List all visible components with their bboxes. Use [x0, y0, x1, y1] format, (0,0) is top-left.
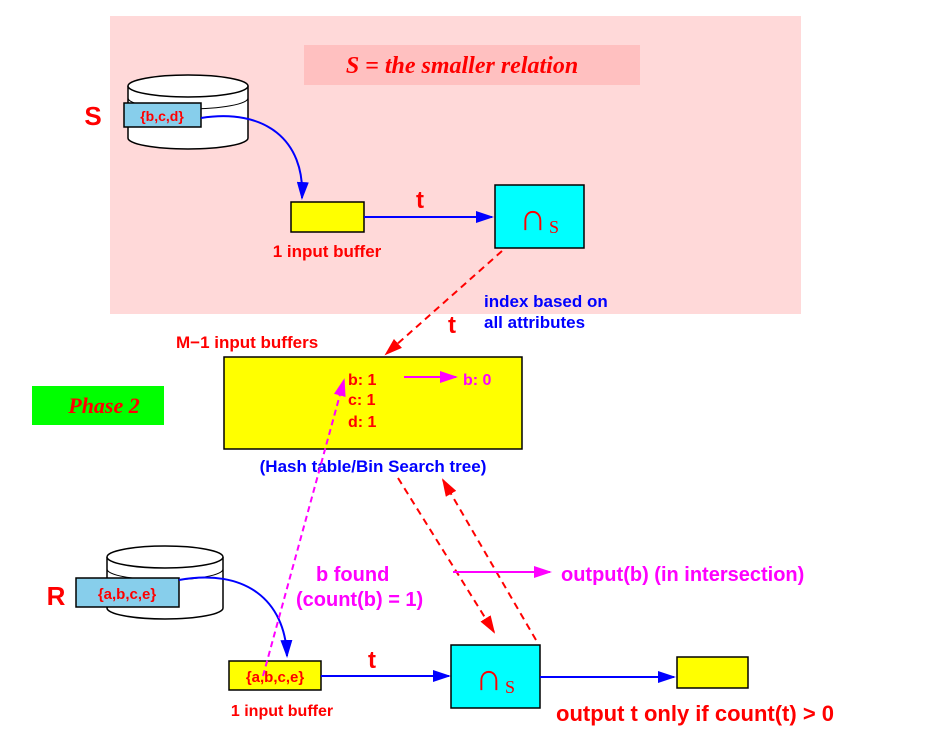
final-output-note: output t only if count(t) > 0 — [556, 701, 834, 726]
phase-label: Phase 2 — [67, 393, 140, 418]
relation-r-label: R — [47, 581, 66, 611]
found-line2: (count(b) = 1) — [296, 589, 423, 611]
s-input-buffer — [290, 201, 365, 233]
r-intersection-operator — [450, 644, 541, 709]
r-operator-to-hash-arrow — [441, 478, 537, 641]
hash-table-caption: (Hash table/Bin Search tree) — [260, 457, 487, 476]
title-text: S = the smaller relation — [346, 53, 578, 79]
r-disk-to-buffer-arrow — [178, 576, 293, 658]
s-operator-subscript: S — [549, 217, 559, 237]
r-edge-label: t — [368, 647, 376, 674]
relation-s-label: S — [84, 101, 101, 131]
relation-r-tuple: {a,b,c,e} — [98, 586, 157, 603]
s-intersection-operator — [494, 184, 585, 249]
s-edge-label: t — [416, 187, 424, 214]
hash-to-r-operator-arrow — [397, 477, 496, 634]
r-input-buffer-tuple: {a,b,c,e} — [246, 669, 305, 686]
s-operator-to-hash-arrow — [384, 250, 503, 356]
relation-s-tuple-box — [123, 102, 202, 128]
r-input-buffer-label: 1 input buffer — [231, 703, 333, 720]
probe-arrow — [262, 378, 346, 677]
buffers-label: M−1 input buffers — [176, 333, 318, 352]
relation-r-disk-icon — [106, 545, 224, 620]
intersection-output-label: output(b) (in intersection) — [561, 564, 804, 586]
hash-entry-updated: b: 0 — [463, 372, 492, 389]
title-box — [304, 45, 640, 85]
relation-r-tuple-box — [75, 577, 180, 608]
relation-s-tuple: {b,c,d} — [140, 108, 184, 124]
hash-entry-d: d: 1 — [348, 414, 377, 431]
r-operator-symbol: ∩ — [475, 657, 502, 699]
r-operator-subscript: S — [505, 677, 515, 697]
hash-table-box — [223, 356, 523, 450]
found-line1: b found — [316, 564, 389, 586]
index-note-line2: all attributes — [484, 313, 585, 332]
s-operator-symbol: ∩ — [519, 197, 546, 239]
phase-badge — [32, 386, 164, 425]
output-buffer — [676, 656, 749, 689]
index-note-line1: index based on — [484, 292, 608, 311]
s-input-buffer-label: 1 input buffer — [273, 242, 382, 261]
s-disk-to-buffer-arrow — [200, 115, 309, 200]
hash-edge-label: t — [448, 312, 456, 339]
hash-entry-c: c: 1 — [348, 392, 376, 409]
hash-entry-b: b: 1 — [348, 372, 377, 389]
